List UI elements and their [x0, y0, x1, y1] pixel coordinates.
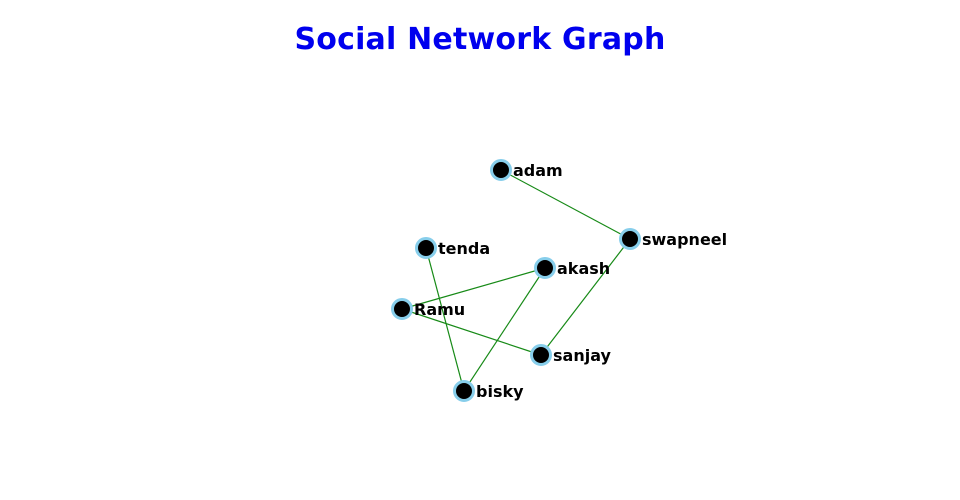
node-circle-Ramu[interactable]	[391, 298, 413, 320]
node-circle-akash[interactable]	[534, 257, 556, 279]
edges-layer	[401, 169, 631, 392]
node-label-akash: akash	[557, 259, 610, 278]
edge-adam-swapneel	[500, 169, 631, 240]
node-Ramu[interactable]: Ramu	[391, 298, 466, 320]
edge-akash-bisky	[463, 267, 546, 392]
page-title: Social Network Graph	[294, 22, 666, 57]
node-swapneel[interactable]: swapneel	[619, 228, 728, 250]
node-circle-tenda[interactable]	[415, 237, 437, 259]
node-label-Ramu: Ramu	[414, 300, 465, 319]
node-circle-sanjay[interactable]	[530, 344, 552, 366]
node-label-tenda: tenda	[438, 239, 490, 258]
node-circle-swapneel[interactable]	[619, 228, 641, 250]
node-sanjay[interactable]: sanjay	[530, 344, 612, 366]
node-circle-adam[interactable]	[490, 159, 512, 181]
node-label-swapneel: swapneel	[642, 230, 727, 249]
node-circle-bisky[interactable]	[453, 380, 475, 402]
edge-tenda-bisky	[425, 247, 465, 392]
edge-swapneel-sanjay	[540, 238, 631, 356]
node-bisky[interactable]: bisky	[453, 380, 525, 402]
edge-akash-Ramu	[401, 267, 546, 310]
node-akash[interactable]: akash	[534, 257, 611, 279]
edge-Ramu-sanjay	[401, 308, 542, 356]
node-label-sanjay: sanjay	[553, 346, 612, 365]
node-label-adam: adam	[513, 161, 563, 180]
node-adam[interactable]: adam	[490, 159, 563, 181]
node-label-bisky: bisky	[476, 382, 524, 401]
node-tenda[interactable]: tenda	[415, 237, 491, 259]
